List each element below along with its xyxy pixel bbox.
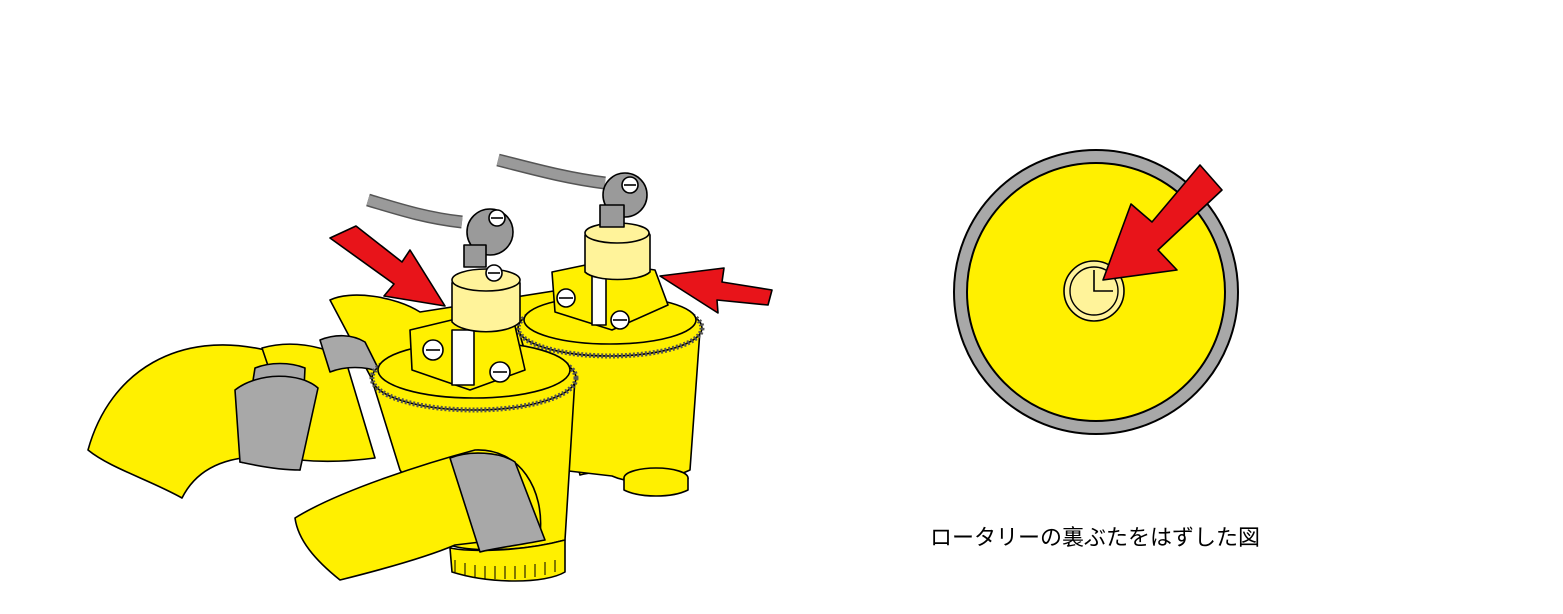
red-arrow-center: [1102, 164, 1223, 281]
tube-band-3: [449, 452, 546, 553]
rotary-back-view: [953, 149, 1239, 435]
rotary-valve-assembly: [87, 153, 705, 582]
red-arrow-right: [659, 267, 773, 314]
figure-caption: ロータリーの裏ぶたをはずした図: [930, 526, 1261, 551]
red-arrow-left: [329, 225, 446, 307]
rotor-key-mark: [1093, 270, 1113, 292]
